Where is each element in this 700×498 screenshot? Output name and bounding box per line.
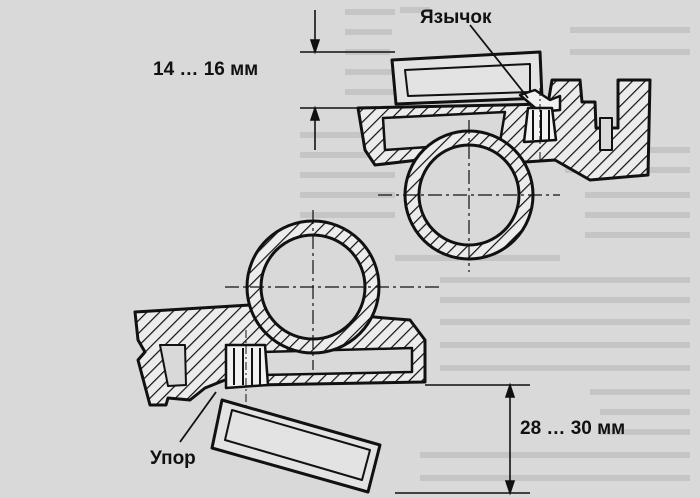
dimension-label-top: 14 … 16 мм bbox=[153, 59, 259, 80]
top-assembly bbox=[356, 24, 652, 272]
background-text-bleed bbox=[300, 7, 690, 481]
top-dimension bbox=[300, 10, 395, 150]
bottom-retainer bbox=[210, 398, 382, 494]
dimension-label-bottom: 28 … 30 мм bbox=[520, 418, 626, 439]
stop-label: Упор bbox=[150, 448, 196, 469]
bottom-stop-clip bbox=[224, 343, 270, 390]
tab-label: Язычок bbox=[420, 7, 492, 28]
bottom-dimension bbox=[395, 382, 530, 496]
bottom-assembly bbox=[133, 210, 440, 494]
